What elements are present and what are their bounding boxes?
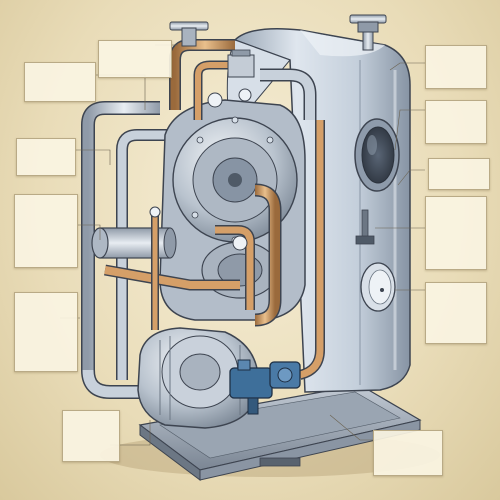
callout-right-3 [428, 158, 490, 190]
blue-valve-assembly [229, 359, 301, 415]
callout-left-3 [14, 194, 78, 268]
callout-right-2 [425, 100, 487, 144]
callout-right-1 [425, 45, 487, 89]
left-cylinder [91, 227, 177, 259]
small-gauges [149, 88, 252, 251]
bottom-motor [137, 327, 259, 429]
callout-bottom-right [373, 430, 443, 476]
base-platform [138, 384, 422, 481]
steel-pipes-left [81, 101, 190, 399]
copper-pipes [104, 39, 325, 380]
callout-left-4 [14, 292, 78, 372]
callout-top-center [98, 40, 172, 78]
callout-left-2 [16, 138, 76, 176]
top-left-valve [169, 21, 255, 78]
callout-right-5 [425, 282, 487, 344]
top-right-valve [349, 14, 387, 51]
callout-left-1 [24, 62, 96, 102]
callout-bottom-left [62, 410, 120, 462]
callout-right-4 [425, 196, 487, 270]
